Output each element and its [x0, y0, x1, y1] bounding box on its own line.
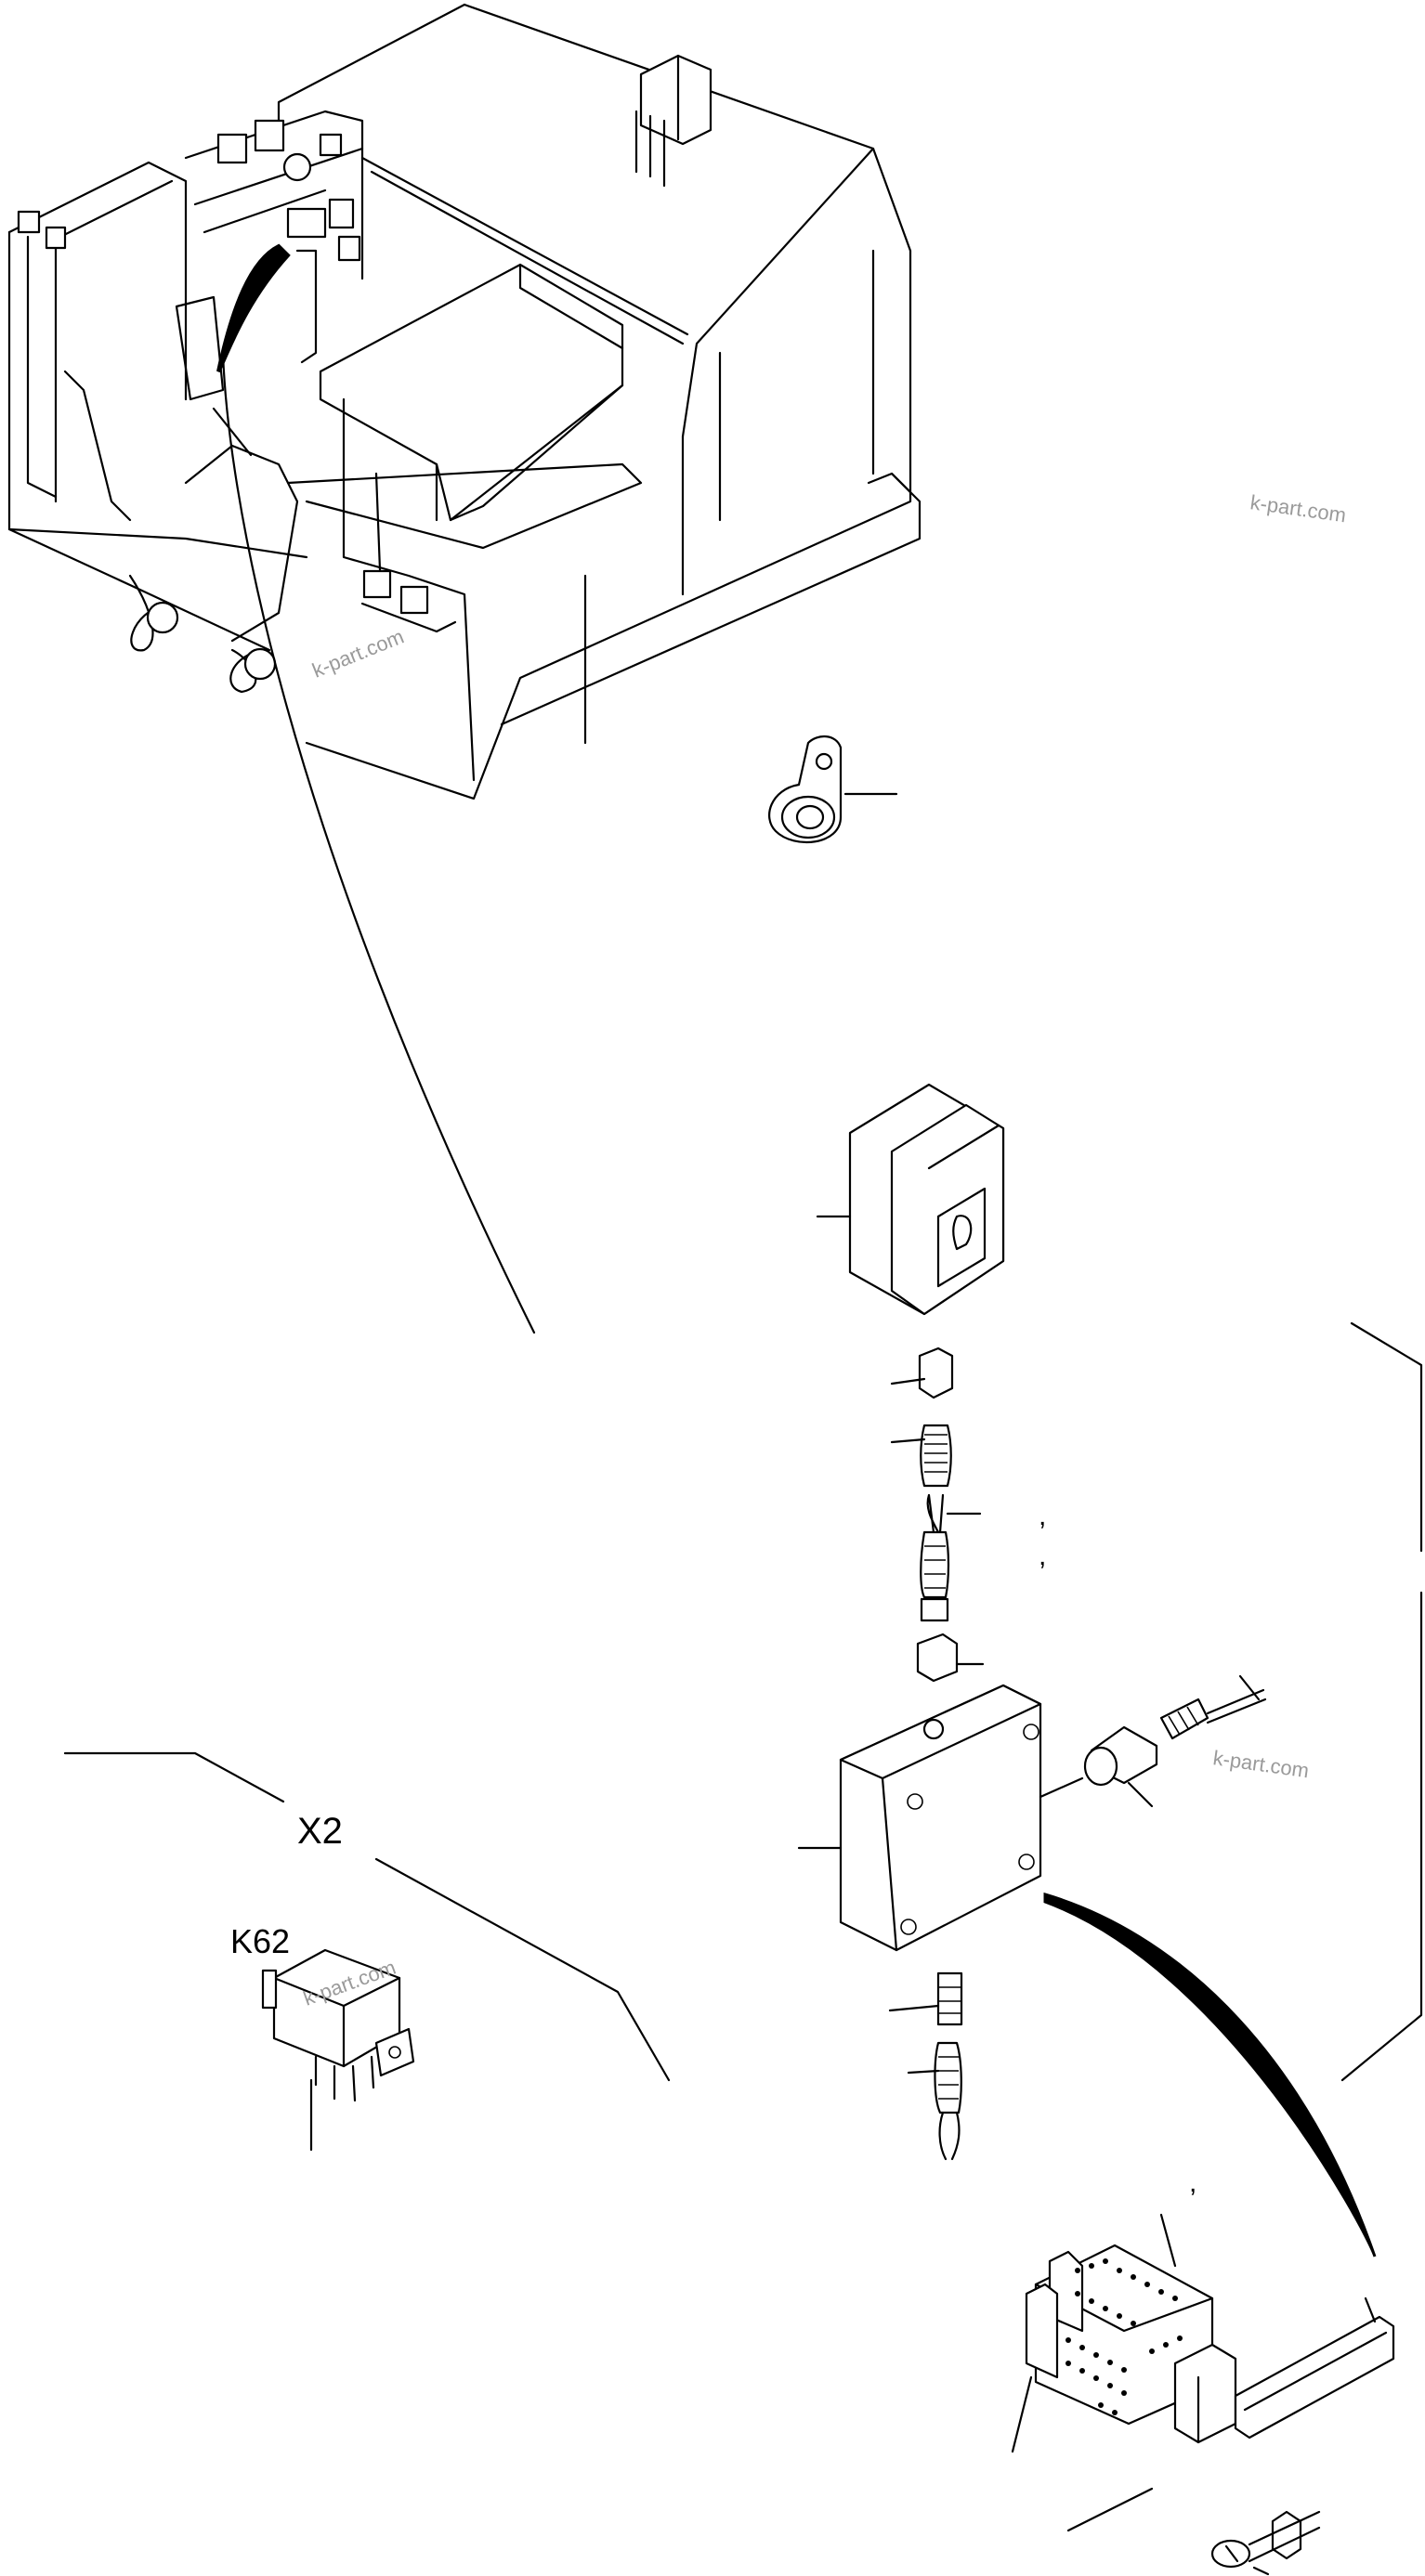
terminal-cable — [1043, 1892, 1377, 2257]
label-comma-3: , — [1189, 2167, 1196, 2198]
cable-clamp — [768, 735, 898, 844]
bottom-cable-gland — [888, 1971, 963, 2161]
main-cable — [216, 243, 536, 1334]
label-comma-1: , — [1039, 1501, 1046, 1531]
relay-k62 — [261, 1948, 415, 2152]
junction-box — [797, 1684, 1084, 1952]
side-cable-gland — [1083, 1674, 1267, 1808]
watermark: k-part.com — [1211, 1746, 1310, 1782]
cable-gland-stack — [890, 1347, 985, 1683]
label-k62: K62 — [230, 1922, 290, 1960]
label-comma-2: , — [1039, 1541, 1046, 1571]
label-x2: X2 — [297, 1811, 343, 1852]
machine-frame-illustration — [7, 3, 922, 800]
watermark: k-part.com — [1249, 490, 1347, 527]
rotary-switch — [816, 1083, 1005, 1316]
watermark: k-part.com — [309, 625, 408, 683]
group-bracket — [1340, 1321, 1423, 2082]
x2-leader-line — [63, 1751, 671, 2082]
terminal-block-assembly — [1011, 2213, 1395, 2576]
